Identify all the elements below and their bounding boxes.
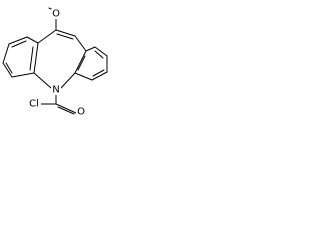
left-ring-bond-1 [33,42,39,74]
c11-right-ring-bond [74,35,87,52]
c10-c11-bond [55,29,76,37]
n-right-ring-bond [60,72,76,89]
right-ring-bond-1 [74,50,87,74]
central-azepine-ring [33,29,87,89]
left-ring-bond-6 [26,36,39,44]
chlorine-label-bg [26,98,41,109]
methoxy-oxygen-label: O [52,9,60,20]
left-benzene-ring [2,36,39,78]
left-ring-inner-bond-1 [29,46,34,71]
n-left-ring-bond [33,72,52,89]
carbonyl-chloride-group [40,92,77,115]
right-ring-bond-6 [85,46,96,52]
chlorine-label: Cl [29,99,39,110]
methoxy-oxygen-label-bg [51,9,61,19]
right-ring-bond-3 [91,71,108,81]
right-ring-inner-bond-1 [77,55,86,71]
carbonyl-oxygen-label-bg [76,107,86,117]
chemical-structure-diagram: O N O Cl [2,7,108,118]
nitrogen-label-bg [51,85,61,95]
right-ring-bond-2 [74,72,93,81]
right-ring-bond-5 [94,46,108,57]
carbonyl-oxygen-label: O [77,107,85,118]
right-ring-inner-bond-3 [94,50,104,59]
carbonyl-c-o-double-bond [57,106,75,115]
nitrogen-label: N [52,85,59,96]
left-ring-bond-3 [2,62,13,78]
c10-left-ring-bond [37,29,57,44]
carbonyl-c-o-bond [55,103,77,114]
left-ring-bond-5 [8,36,28,45]
right-ring-inner-bond-2 [92,69,105,77]
left-ring-inner-bond-2 [5,62,13,74]
c10-c11-double-bond [56,33,74,40]
left-ring-bond-4 [2,43,10,64]
left-ring-bond-2 [11,72,35,78]
left-ring-inner-bond-3 [11,40,27,48]
right-benzene-ring [74,46,108,81]
